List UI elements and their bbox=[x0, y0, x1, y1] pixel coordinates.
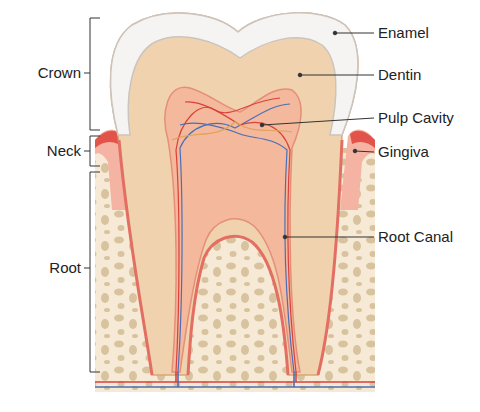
callout-label: Pulp Cavity bbox=[378, 109, 454, 127]
pulp bbox=[165, 87, 301, 372]
brackets bbox=[84, 18, 100, 372]
dentin bbox=[110, 13, 357, 375]
vessels bbox=[95, 98, 375, 387]
callout-label: Root Canal bbox=[378, 228, 453, 246]
part-label: Root bbox=[49, 259, 81, 277]
callout-label: Gingiva bbox=[378, 143, 429, 161]
callout-label: Dentin bbox=[378, 66, 421, 84]
part-label: Neck bbox=[47, 142, 81, 160]
leader-lines bbox=[260, 31, 374, 239]
gingiva-edge-left bbox=[95, 131, 120, 148]
part-label: Crown bbox=[38, 64, 81, 82]
gingiva-right bbox=[340, 130, 375, 210]
callout-label: Enamel bbox=[378, 24, 429, 42]
gingiva-edge-right bbox=[350, 131, 375, 148]
